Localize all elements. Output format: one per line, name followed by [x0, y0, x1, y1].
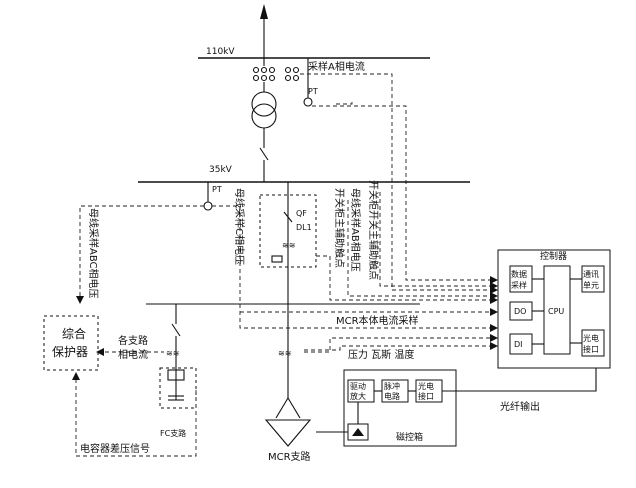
protection-label-2: 保护器 [52, 345, 88, 359]
mcr-body-current-label: MCR本体电流采样 [336, 314, 419, 327]
svg-text:光电: 光电 [583, 333, 599, 343]
pt-35-icon [203, 201, 213, 211]
bus-35kv-label: 35kV [209, 165, 233, 175]
fc-reactor-icon [167, 369, 185, 381]
breaker-qf-icon [283, 211, 293, 223]
ct-group-110 [252, 58, 276, 92]
svg-text:电路: 电路 [384, 391, 400, 401]
svg-text:数据: 数据 [511, 269, 527, 279]
busbar-c-voltage-text: 母线采样C相电压 [233, 188, 246, 265]
main-transformer-icon [251, 91, 277, 117]
mcr-ct-glyph: ≋≋ [278, 349, 291, 358]
mcr-reactor-icon [264, 419, 312, 447]
svg-text:接口: 接口 [418, 391, 434, 401]
svg-text:母线采样AB相电压: 母线采样AB相电压 [349, 188, 362, 272]
pt-top-icon [303, 97, 313, 107]
dl1-label: DL1 [296, 223, 312, 232]
svg-text:母线采样C相电压: 母线采样C相电压 [233, 188, 246, 265]
fiber-output-label: 光纤输出 [500, 400, 540, 413]
protection-label-1: 综合 [62, 326, 86, 341]
svg-text:采样: 采样 [511, 280, 527, 290]
svg-text:光电: 光电 [418, 381, 434, 391]
svg-text:驱动: 驱动 [350, 381, 366, 391]
busbar-abc-voltage-text: 母线采样ABC相电压 [87, 208, 100, 299]
pt-top-label: PT [308, 87, 318, 96]
pressure-gas-temp-label: 压力 瓦斯 温度 [348, 348, 414, 361]
mcr-branch-label: MCR支路 [268, 450, 311, 463]
svg-text:放大: 放大 [350, 391, 366, 401]
fc-branch-label: FC支路 [160, 428, 186, 438]
svg-text:CPU: CPU [548, 307, 564, 316]
sample-a-label: 采样A相电流 [308, 60, 365, 73]
svg-text:单元: 单元 [583, 280, 599, 290]
svg-text:DI: DI [514, 340, 523, 349]
disconnect-switch-icon [259, 147, 269, 161]
ct-group-110-b [284, 66, 300, 82]
svg-text:开关柜开关主辅助触点: 开关柜开关主辅助触点 [367, 180, 380, 280]
branch-current-label-2: 相电流 [118, 348, 148, 361]
ct-glyph: ≋≋ [282, 241, 295, 250]
pt-35-label: PT [212, 185, 222, 194]
capacitor-signal-label: 电容器差压信号 [80, 442, 150, 455]
svg-text:开关柜主辅助触点: 开关柜主辅助触点 [333, 188, 346, 268]
controller-title: 控制器 [540, 250, 567, 262]
svg-text:DO: DO [514, 307, 526, 316]
svg-text:接口: 接口 [583, 344, 599, 354]
branch-current-label-1: 各支路 [118, 334, 148, 347]
svg-text:脉冲: 脉冲 [384, 381, 400, 391]
svg-text:通讯: 通讯 [583, 269, 599, 279]
fc-ct-glyph: ≋≋ [166, 349, 179, 358]
switch-open-assist-text: 开关柜开关主辅助触点 [367, 180, 380, 280]
magnet-box-label: 磁控箱 [396, 431, 423, 443]
busbar-ab-voltage-text: 母线采样AB相电压 [349, 188, 362, 272]
switch-assist-text: 开关柜主辅助触点 [333, 188, 346, 268]
top-arrow [260, 4, 268, 19]
bus-110kv-label: 110kV [206, 47, 235, 57]
protection-device-box [43, 315, 99, 371]
cpu-box [543, 265, 571, 355]
svg-text:母线采样ABC相电压: 母线采样ABC相电压 [87, 208, 100, 299]
qf-label: QF [296, 209, 307, 218]
